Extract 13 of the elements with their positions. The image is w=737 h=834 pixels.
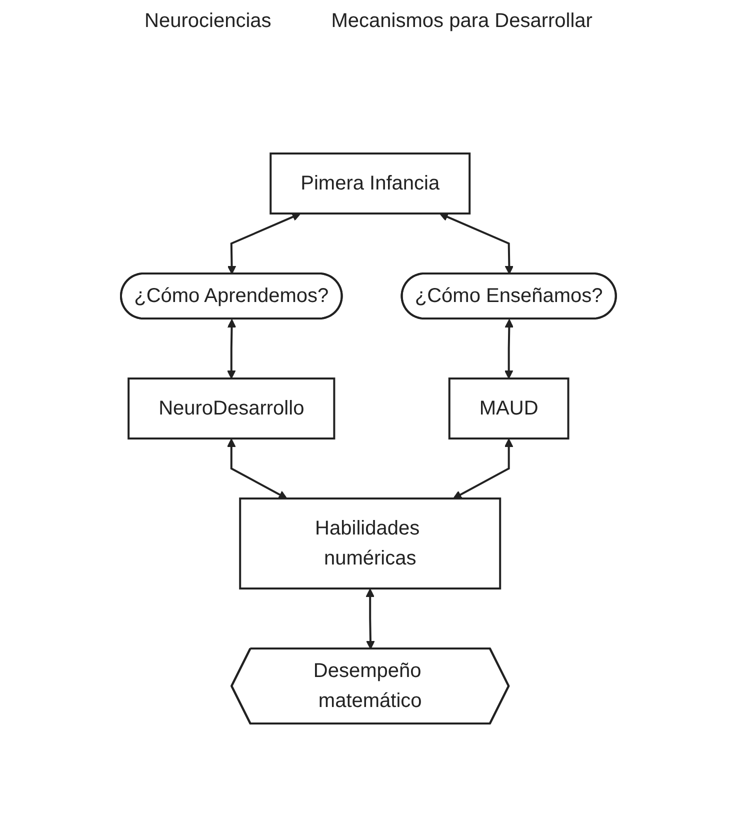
arrow [504,319,514,379]
node-box: NeuroDesarrollo [128,378,336,440]
arrow [227,319,236,379]
note-text: Neurociencias [144,10,272,33]
note-text: Mecanismos para Desarrollar [331,10,592,33]
arrow [227,438,288,499]
arrow [440,212,514,274]
arrow [366,588,375,650]
node-box: Pimera Infancia [270,152,471,214]
arrow [227,212,301,274]
arrow [453,438,514,499]
node-box: Habilidades numéricas [239,498,502,590]
node-box: MAUD [448,378,570,440]
